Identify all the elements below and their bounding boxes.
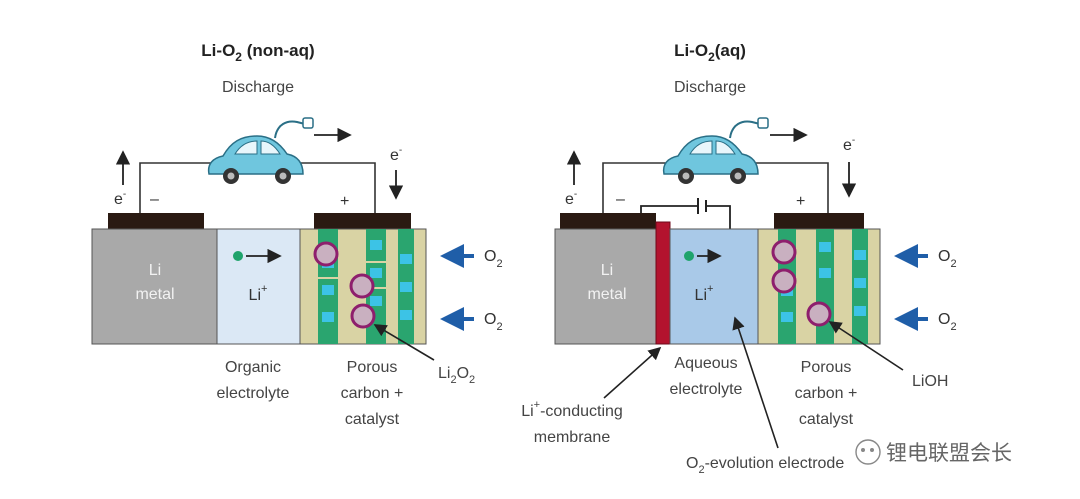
right-panel: Li-O2(aq) Discharge e- – e- + — [521, 41, 956, 476]
left-o2-label-bottom: O2 — [484, 311, 503, 333]
left-title: Li-O2 (non-aq) — [201, 41, 314, 64]
left-electrolyte-ion: Li+ — [249, 283, 268, 304]
left-plus-sign: + — [340, 193, 349, 210]
right-membrane — [655, 221, 671, 345]
left-product-particle — [313, 241, 339, 267]
right-electrolyte — [669, 228, 759, 345]
right-electrolyte-label-2: electrolyte — [670, 381, 743, 398]
right-cathode-label-3: catalyst — [799, 411, 854, 428]
left-anode — [91, 228, 218, 345]
right-evolution-pointer — [732, 316, 779, 449]
right-electrolyte-label-1: Aqueous — [674, 355, 737, 372]
right-electrolyte-ion: Li+ — [695, 283, 714, 304]
wechat-icon — [855, 439, 881, 465]
left-cathode-label-2: carbon + — [341, 385, 404, 402]
left-car-icon — [207, 117, 314, 184]
left-product-particle — [349, 273, 375, 299]
right-plus-sign: + — [796, 193, 805, 210]
left-electrolyte — [216, 228, 301, 345]
right-anode-label-1: Li — [601, 262, 613, 279]
right-minus-sign: – — [616, 191, 625, 208]
right-o2-label-bottom: O2 — [938, 311, 957, 333]
right-product-particle — [771, 268, 797, 294]
left-anode-label-1: Li — [149, 262, 161, 279]
right-anode — [554, 228, 657, 345]
left-ion-dot — [233, 251, 243, 261]
right-anode-label-2: metal — [587, 286, 626, 303]
left-electron-right: e- — [390, 145, 402, 164]
left-mode-label: Discharge — [222, 79, 294, 96]
right-ion-dot — [684, 251, 694, 261]
right-product-particle — [771, 239, 797, 265]
right-title: Li-O2(aq) — [674, 41, 746, 64]
right-cathode-collector — [774, 213, 864, 229]
right-membrane-label-1: Li+-conducting — [521, 399, 623, 420]
left-o2-label-top: O2 — [484, 248, 503, 270]
right-car-icon — [662, 117, 769, 184]
left-product-particle — [350, 303, 376, 329]
right-cathode-label-2: carbon + — [795, 385, 858, 402]
right-product-pointer — [828, 321, 904, 371]
right-electron-left: e- — [565, 189, 577, 208]
right-cathode-label-1: Porous — [801, 359, 852, 376]
left-electrolyte-label-2: electrolyte — [217, 385, 290, 402]
watermark: 锂电联盟会长 — [855, 439, 1012, 465]
left-electrolyte-label-1: Organic — [225, 359, 281, 376]
left-anode-label-2: metal — [135, 286, 174, 303]
left-product-pointer — [373, 324, 435, 361]
right-membrane-pointer — [603, 346, 662, 399]
left-product-label: Li2O2 — [438, 365, 475, 386]
left-cathode-label-1: Porous — [347, 359, 398, 376]
right-product-particle — [806, 301, 832, 327]
left-electron-left: e- — [114, 189, 126, 208]
right-product-label: LiOH — [912, 373, 948, 390]
left-anode-collector — [108, 213, 204, 229]
right-o2-label-top: O2 — [938, 248, 957, 270]
left-cathode-collector — [314, 213, 411, 229]
right-membrane-label-2: membrane — [534, 429, 611, 446]
right-mode-label: Discharge — [674, 79, 746, 96]
left-panel: Li-O2 (non-aq) Discharge e- – e- + Li me… — [91, 41, 503, 428]
left-minus-sign: – — [150, 191, 159, 208]
left-cathode-label-3: catalyst — [345, 411, 400, 428]
right-evolution-label: O2-evolution electrode — [686, 455, 844, 476]
right-electron-right: e- — [843, 135, 855, 154]
right-anode-collector — [560, 213, 656, 229]
watermark-text: 锂电联盟会长 — [886, 441, 1012, 465]
